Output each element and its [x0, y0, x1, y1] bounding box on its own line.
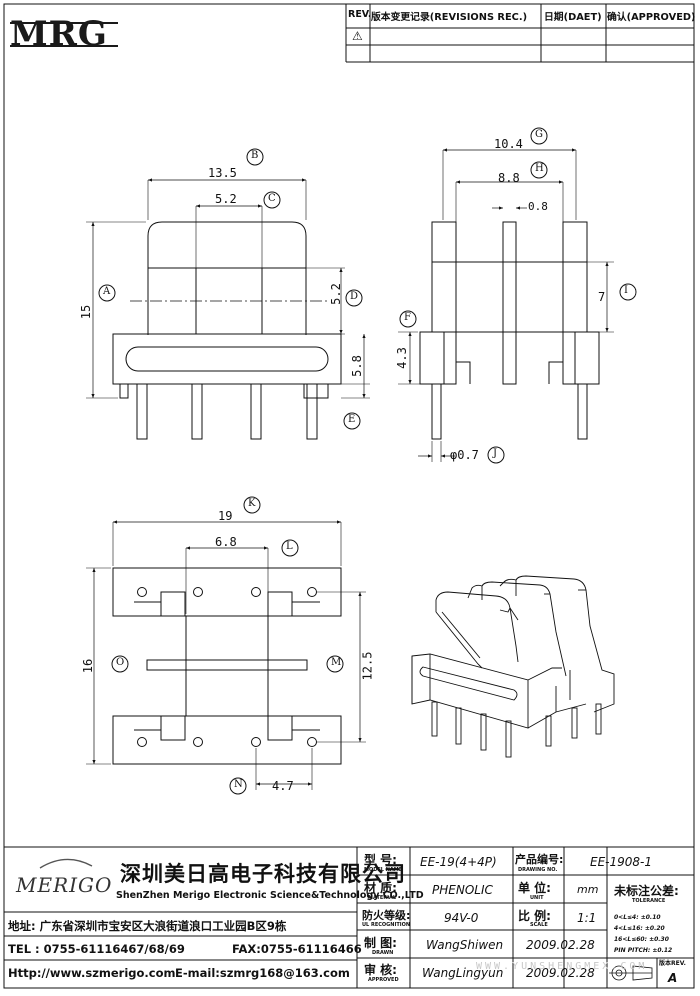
sheet-border [3, 3, 695, 989]
model-sub: MODEL NAME [364, 867, 403, 873]
dim-height-15: 15 [79, 304, 94, 320]
dim-flange-4-3: 4.3 [394, 347, 409, 369]
tolerance-label: 未标注公差: [614, 884, 679, 898]
dim-width-10-4: 10.4 [494, 137, 523, 151]
tolerance-row-1: 0<L≤4: ±0.10 [614, 914, 661, 921]
website: Http://www.szmerigo.com [8, 966, 176, 980]
revision-table-lines [345, 4, 694, 63]
tolerance-row-4: PIN PITCH: ±0.12 [614, 947, 673, 954]
dim-core-5-2: 5.2 [215, 192, 237, 206]
fax: FAX:0755-61116466 [232, 942, 362, 956]
date-header: 日期(DAET) [544, 12, 602, 23]
tag-e: E [348, 414, 356, 425]
tag-g: G [535, 129, 543, 140]
tag-m: M [331, 657, 342, 668]
dim-wall-0-8: 0.8 [528, 200, 548, 213]
dim-pitch-4-7: 4.7 [272, 779, 294, 793]
dim-pitch-6-8: 6.8 [215, 535, 237, 549]
drawn-by: WangShiwen [426, 938, 504, 952]
dim-inner-8-8: 8.8 [498, 171, 520, 185]
dim-pin-diameter: φ0.7 [450, 448, 479, 462]
drawn-sub: DRAWN [372, 950, 394, 956]
tolerance-row-2: 4<L≤16: ±0.20 [614, 925, 665, 932]
projection-symbol-icon [609, 965, 653, 981]
merigo-brand: MERIGO [16, 873, 113, 897]
tag-l: L [286, 541, 293, 552]
flame-label: 防火等级: [362, 909, 411, 922]
model-value: EE-19(4+4P) [420, 855, 497, 869]
rev-label: 版本REV. [659, 960, 686, 967]
dim-width-13-5: 13.5 [208, 166, 237, 180]
title-block-lines [4, 846, 694, 988]
company-name-cn: 深圳美日高电子科技有限公司 [120, 862, 406, 886]
rev-value: A [668, 971, 678, 985]
drawing-no-label: 产品编号: [515, 853, 564, 866]
dim-row-span-12-5: 12.5 [360, 651, 375, 681]
tel: TEL : 0755-61116467/68/69 [8, 942, 185, 956]
approved-sub: APPROVED [368, 977, 399, 983]
tolerance-sub: TOLERANCE [632, 898, 666, 904]
tag-c: C [268, 193, 276, 204]
tag-k: K [248, 498, 256, 509]
revisions-header: 版本变更记录(REVISIONS REC.) [371, 12, 528, 23]
watermark: WWW.YUNSHENGMEX.COM [476, 961, 648, 972]
material-value: PHENOLIC [432, 883, 493, 897]
material-sub: MATERIAL [368, 895, 397, 901]
email: E-mail:szmrg168@163.com [175, 966, 350, 980]
approved-date: 2009.02.28 [526, 966, 595, 980]
logo-stripe-bottom [10, 45, 118, 47]
company-name-en: ShenZhen Merigo Electronic Science&Techn… [116, 890, 424, 901]
model-label: 型 号: [364, 853, 397, 867]
dim-core-height-5-2: 5.2 [328, 283, 343, 305]
tag-d: D [350, 291, 359, 302]
tolerance-row-3: 16<L≤60: ±0.30 [614, 936, 669, 943]
bottom-view [86, 496, 366, 795]
tag-o: O [116, 657, 125, 668]
front-view [398, 127, 637, 464]
scale-sub: SCALE [530, 922, 548, 928]
unit-label: 单 位: [518, 881, 551, 895]
tag-a: A [103, 286, 111, 297]
approved-by: WangLingyun [422, 966, 504, 980]
approved-header: 确认(APPROVED) [607, 12, 696, 23]
tag-f: F [404, 312, 411, 323]
dim-width-19: 19 [218, 509, 233, 523]
rev-header: REV. [348, 9, 372, 20]
tag-n: N [234, 779, 243, 790]
dim-height-16: 16 [81, 658, 96, 674]
isometric-view [411, 575, 615, 758]
approved-label: 审 核: [364, 963, 397, 977]
tag-i: I [624, 285, 628, 296]
dim-base-5-8: 5.8 [349, 355, 364, 377]
flame-sub: UL RECOGNITION [362, 922, 411, 928]
mrg-logo: MRG [10, 14, 108, 54]
material-label: 材 质: [364, 881, 397, 895]
drawn-date: 2009.02.28 [526, 938, 595, 952]
dim-window-7: 7 [598, 290, 606, 304]
tag-h: H [535, 163, 544, 174]
logo-stripe-top [10, 22, 118, 24]
drawing-no-sub: DRAWING NO. [518, 867, 558, 873]
drawn-label: 制 图: [364, 936, 397, 950]
scale-label: 比 例: [518, 909, 551, 923]
unit-value: mm [577, 883, 599, 896]
revision-mark-icon: ⚠ [352, 29, 363, 43]
tag-b: B [251, 150, 259, 161]
flame-value: 94V-0 [444, 911, 479, 925]
scale-value: 1:1 [577, 911, 597, 925]
address: 地址: 广东省深圳市宝安区大浪街道浪口工业园B区9栋 [8, 919, 287, 933]
merigo-swoosh [39, 858, 93, 869]
side-view [86, 148, 370, 440]
unit-sub: UNIT [530, 895, 544, 901]
tag-j: J [493, 448, 498, 459]
drawing-no-value: EE-1908-1 [590, 855, 652, 869]
